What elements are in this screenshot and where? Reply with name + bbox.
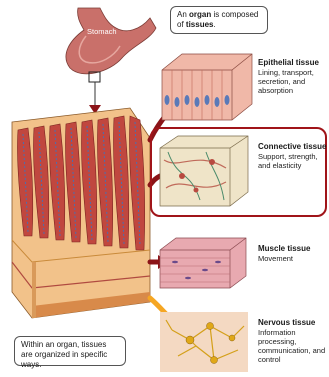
epithelial-tissue-image — [162, 54, 252, 120]
organization-callout-text: Within an organ, tissues are organized i… — [21, 340, 107, 369]
stomach-illustration — [66, 8, 156, 114]
connective-highlight-box — [150, 127, 327, 217]
tissue-name: Nervous tissue — [258, 318, 329, 328]
tissue-name: Connective tissue — [258, 142, 329, 152]
organ-callout-bold-tissues: tissues — [186, 20, 214, 29]
organization-callout: Within an organ, tissues are organized i… — [14, 336, 126, 366]
organ-callout-text-post: . — [213, 20, 215, 29]
tissue-nervous: Nervous tissue Information processing, c… — [258, 318, 329, 364]
organ-callout-bold-organ: organ — [189, 10, 211, 19]
tissue-description: Lining, transport, secretion, and absorp… — [258, 68, 329, 95]
muscle-tissue-image — [160, 238, 246, 288]
tissue-epithelial: Epithelial tissue Lining, transport, sec… — [258, 58, 329, 95]
organ-tissue-block — [12, 108, 150, 318]
stomach-label: Stomach — [87, 27, 117, 36]
tissue-muscle: Muscle tissue Movement — [258, 244, 329, 263]
organ-callout: An organ is composed of tissues. — [170, 6, 268, 34]
organ-callout-text-pre: An — [177, 10, 189, 19]
tissue-description: Information processing, communication, a… — [258, 328, 329, 364]
tissue-name: Muscle tissue — [258, 244, 329, 254]
tissue-name: Epithelial tissue — [258, 58, 329, 68]
tissue-connective: Connective tissue Support, strength, and… — [258, 142, 329, 170]
nervous-tissue-image — [160, 312, 248, 372]
tissue-description: Movement — [258, 254, 329, 263]
tissue-description: Support, strength, and elasticity — [258, 152, 329, 170]
